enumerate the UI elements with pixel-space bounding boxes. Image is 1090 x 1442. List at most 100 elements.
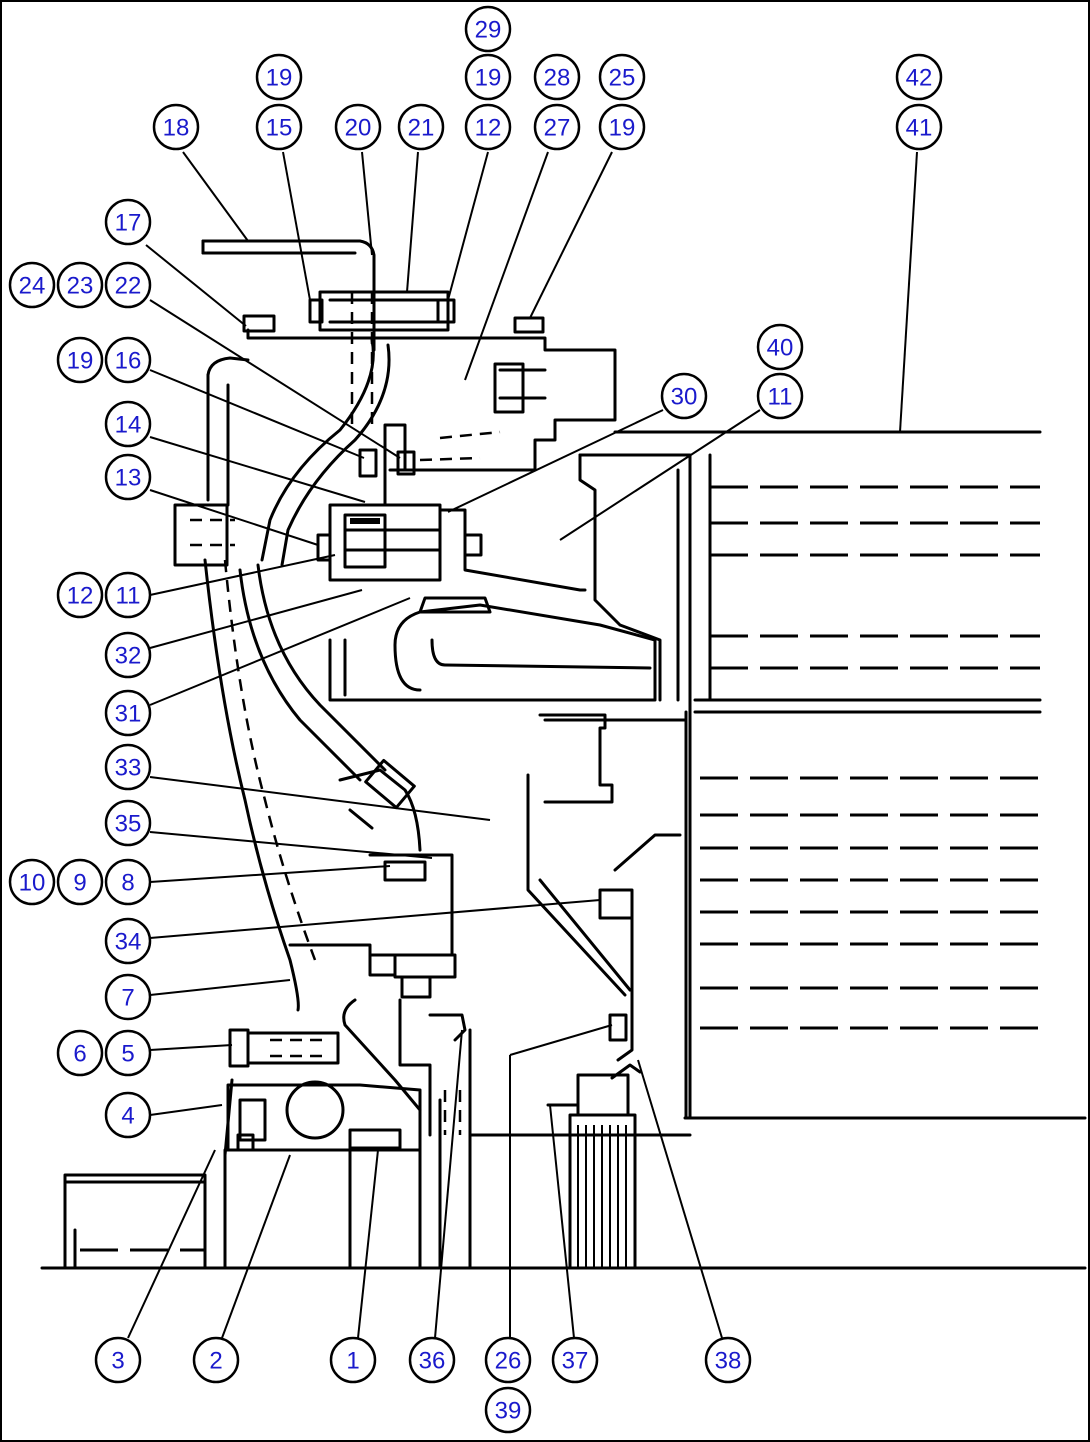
callout-label: 4 xyxy=(121,1103,134,1130)
callout-4: 4 xyxy=(104,1091,152,1139)
callout-circle xyxy=(152,103,200,151)
callout-42: 42 xyxy=(895,53,943,101)
callout-14: 14 xyxy=(104,400,152,448)
callout-circle xyxy=(334,103,382,151)
callout-19: 19 xyxy=(598,103,646,151)
callout-circle xyxy=(660,372,708,420)
callout-18: 18 xyxy=(152,103,200,151)
callout-label: 42 xyxy=(906,65,933,92)
callout-label: 20 xyxy=(345,115,372,142)
callout-label: 1 xyxy=(346,1348,359,1375)
callout-label: 9 xyxy=(73,870,86,897)
callout-label: 31 xyxy=(115,701,142,728)
callout-label: 10 xyxy=(19,870,46,897)
callout-label: 39 xyxy=(495,1398,522,1425)
callout-6: 6 xyxy=(56,1029,104,1077)
leader-lines xyxy=(127,151,918,1339)
callout-circle xyxy=(104,336,152,384)
callout-circle xyxy=(104,973,152,1021)
callout-39: 39 xyxy=(484,1386,532,1434)
callout-circle xyxy=(895,103,943,151)
callout-label: 30 xyxy=(671,384,698,411)
callout-26: 26 xyxy=(484,1336,532,1384)
callout-12: 12 xyxy=(464,103,512,151)
callout-circle xyxy=(94,1336,142,1384)
callout-19: 19 xyxy=(56,336,104,384)
callout-27: 27 xyxy=(533,103,581,151)
callout-41: 41 xyxy=(895,103,943,151)
callout-label: 12 xyxy=(67,583,94,610)
callout-label: 41 xyxy=(906,115,933,142)
callout-1: 1 xyxy=(329,1336,377,1384)
callout-label: 25 xyxy=(609,65,636,92)
callout-40: 40 xyxy=(756,323,804,371)
callout-circle xyxy=(756,323,804,371)
callout-circle xyxy=(464,5,512,53)
callout-28: 28 xyxy=(533,53,581,101)
callout-circle xyxy=(464,53,512,101)
callout-35: 35 xyxy=(104,799,152,847)
callout-circle xyxy=(598,53,646,101)
callout-31: 31 xyxy=(104,689,152,737)
callout-circle xyxy=(408,1336,456,1384)
callout-19: 19 xyxy=(464,53,512,101)
callout-circle xyxy=(464,103,512,151)
callout-circle xyxy=(104,571,152,619)
callout-circle xyxy=(104,799,152,847)
callout-label: 19 xyxy=(67,348,94,375)
callout-30: 30 xyxy=(660,372,708,420)
callout-circle xyxy=(329,1336,377,1384)
callout-label: 3 xyxy=(111,1348,124,1375)
callout-2: 2 xyxy=(192,1336,240,1384)
callout-circle xyxy=(56,261,104,309)
callout-circle xyxy=(484,1386,532,1434)
callout-circle xyxy=(8,261,56,309)
callout-label: 12 xyxy=(475,115,502,142)
callout-37: 37 xyxy=(551,1336,599,1384)
callout-25: 25 xyxy=(598,53,646,101)
callout-circle xyxy=(56,858,104,906)
callout-label: 13 xyxy=(115,465,142,492)
callout-circle xyxy=(397,103,445,151)
callout-label: 27 xyxy=(544,115,571,142)
callout-12: 12 xyxy=(56,571,104,619)
callout-label: 11 xyxy=(116,583,141,610)
callout-label: 19 xyxy=(609,115,636,142)
callout-circle xyxy=(56,571,104,619)
callout-circle xyxy=(104,743,152,791)
callout-circle xyxy=(104,689,152,737)
callout-33: 33 xyxy=(104,743,152,791)
callout-label: 23 xyxy=(67,273,94,300)
callout-label: 7 xyxy=(121,985,134,1012)
callout-label: 15 xyxy=(266,115,293,142)
callout-circle xyxy=(551,1336,599,1384)
callout-circle xyxy=(756,372,804,420)
callout-label: 19 xyxy=(266,65,293,92)
callout-11: 11 xyxy=(104,571,152,619)
callout-circle xyxy=(104,1029,152,1077)
callout-38: 38 xyxy=(704,1336,752,1384)
callout-circle xyxy=(104,631,152,679)
callout-label: 33 xyxy=(115,755,142,782)
callout-label: 18 xyxy=(163,115,190,142)
callout-label: 36 xyxy=(419,1348,446,1375)
callout-circle xyxy=(104,858,152,906)
callout-circle xyxy=(192,1336,240,1384)
callout-5: 5 xyxy=(104,1029,152,1077)
callout-label: 8 xyxy=(121,870,134,897)
callout-29: 29 xyxy=(464,5,512,53)
callout-label: 35 xyxy=(115,811,142,838)
callout-10: 10 xyxy=(8,858,56,906)
callout-label: 19 xyxy=(475,65,502,92)
callout-11: 11 xyxy=(756,372,804,420)
callout-3: 3 xyxy=(94,1336,142,1384)
callout-label: 28 xyxy=(544,65,571,92)
callout-circle xyxy=(104,1091,152,1139)
callout-label: 14 xyxy=(115,412,142,439)
callout-label: 32 xyxy=(115,643,142,670)
callout-13: 13 xyxy=(104,453,152,501)
callout-circle xyxy=(104,261,152,309)
callout-label: 5 xyxy=(121,1041,134,1068)
